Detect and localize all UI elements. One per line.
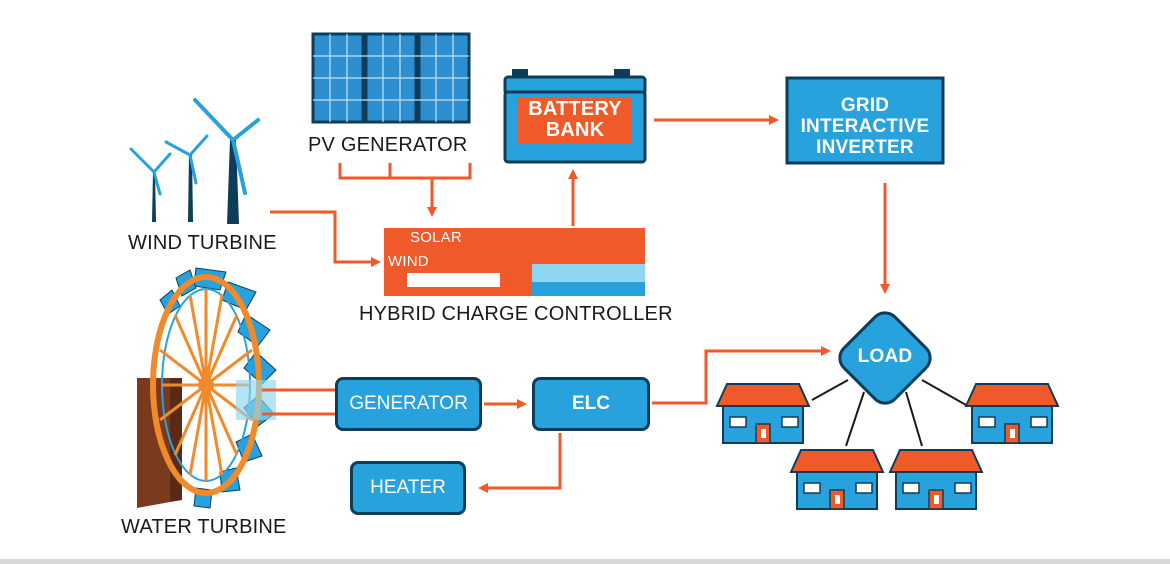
elc-label: ELC (572, 393, 610, 414)
battery-bank-label: BATTERY BANK (518, 99, 632, 141)
house-icon (789, 449, 885, 510)
pv-generator-label: PV GENERATOR (308, 134, 468, 156)
controller-solar-label: SOLAR (410, 229, 462, 246)
grid-inverter-line2: INTERACTIVE (800, 116, 930, 137)
wind-turbines-icon (129, 98, 260, 224)
wind-turbine-label: WIND TURBINE (128, 232, 277, 254)
hybrid-controller-icon (384, 228, 645, 296)
grid-inverter-line3: INVERTER (816, 137, 914, 158)
battery-bank-line1: BATTERY (528, 98, 622, 120)
heater-box: HEATER (350, 461, 466, 515)
house-icon (715, 383, 811, 444)
battery-icon (503, 69, 647, 164)
generator-label: GENERATOR (349, 393, 468, 414)
house-icon (964, 383, 1060, 444)
house-icon (888, 449, 984, 510)
elc-to-heater-arrow (478, 433, 562, 493)
pv-panels-icon (311, 32, 471, 124)
controller-wind-label: WIND (388, 253, 429, 270)
battery-bank-line2: BANK (545, 119, 605, 141)
bottom-divider (0, 559, 1170, 564)
grid-inverter-label: GRID INTERACTIVE INVERTER (787, 95, 943, 158)
water-wheel-icon (137, 267, 277, 509)
load-to-houses-lines (811, 379, 967, 447)
heater-label: HEATER (370, 477, 446, 498)
pv-connector-lines (338, 163, 472, 217)
hybrid-controller-label: HYBRID CHARGE CONTROLLER (359, 303, 673, 325)
water-turbine-label: WATER TURBINE (121, 516, 287, 538)
load-diamond (838, 311, 932, 405)
grid-inverter-line1: GRID (840, 95, 890, 116)
elc-to-load-arrow (652, 346, 831, 405)
grid-inverter-box (785, 76, 945, 165)
elc-box: ELC (532, 377, 650, 431)
wheel-to-generator-lines (262, 388, 335, 416)
load-label: LOAD (857, 346, 913, 367)
generator-box: GENERATOR (335, 377, 482, 431)
wind-to-controller-arrow (270, 210, 381, 267)
